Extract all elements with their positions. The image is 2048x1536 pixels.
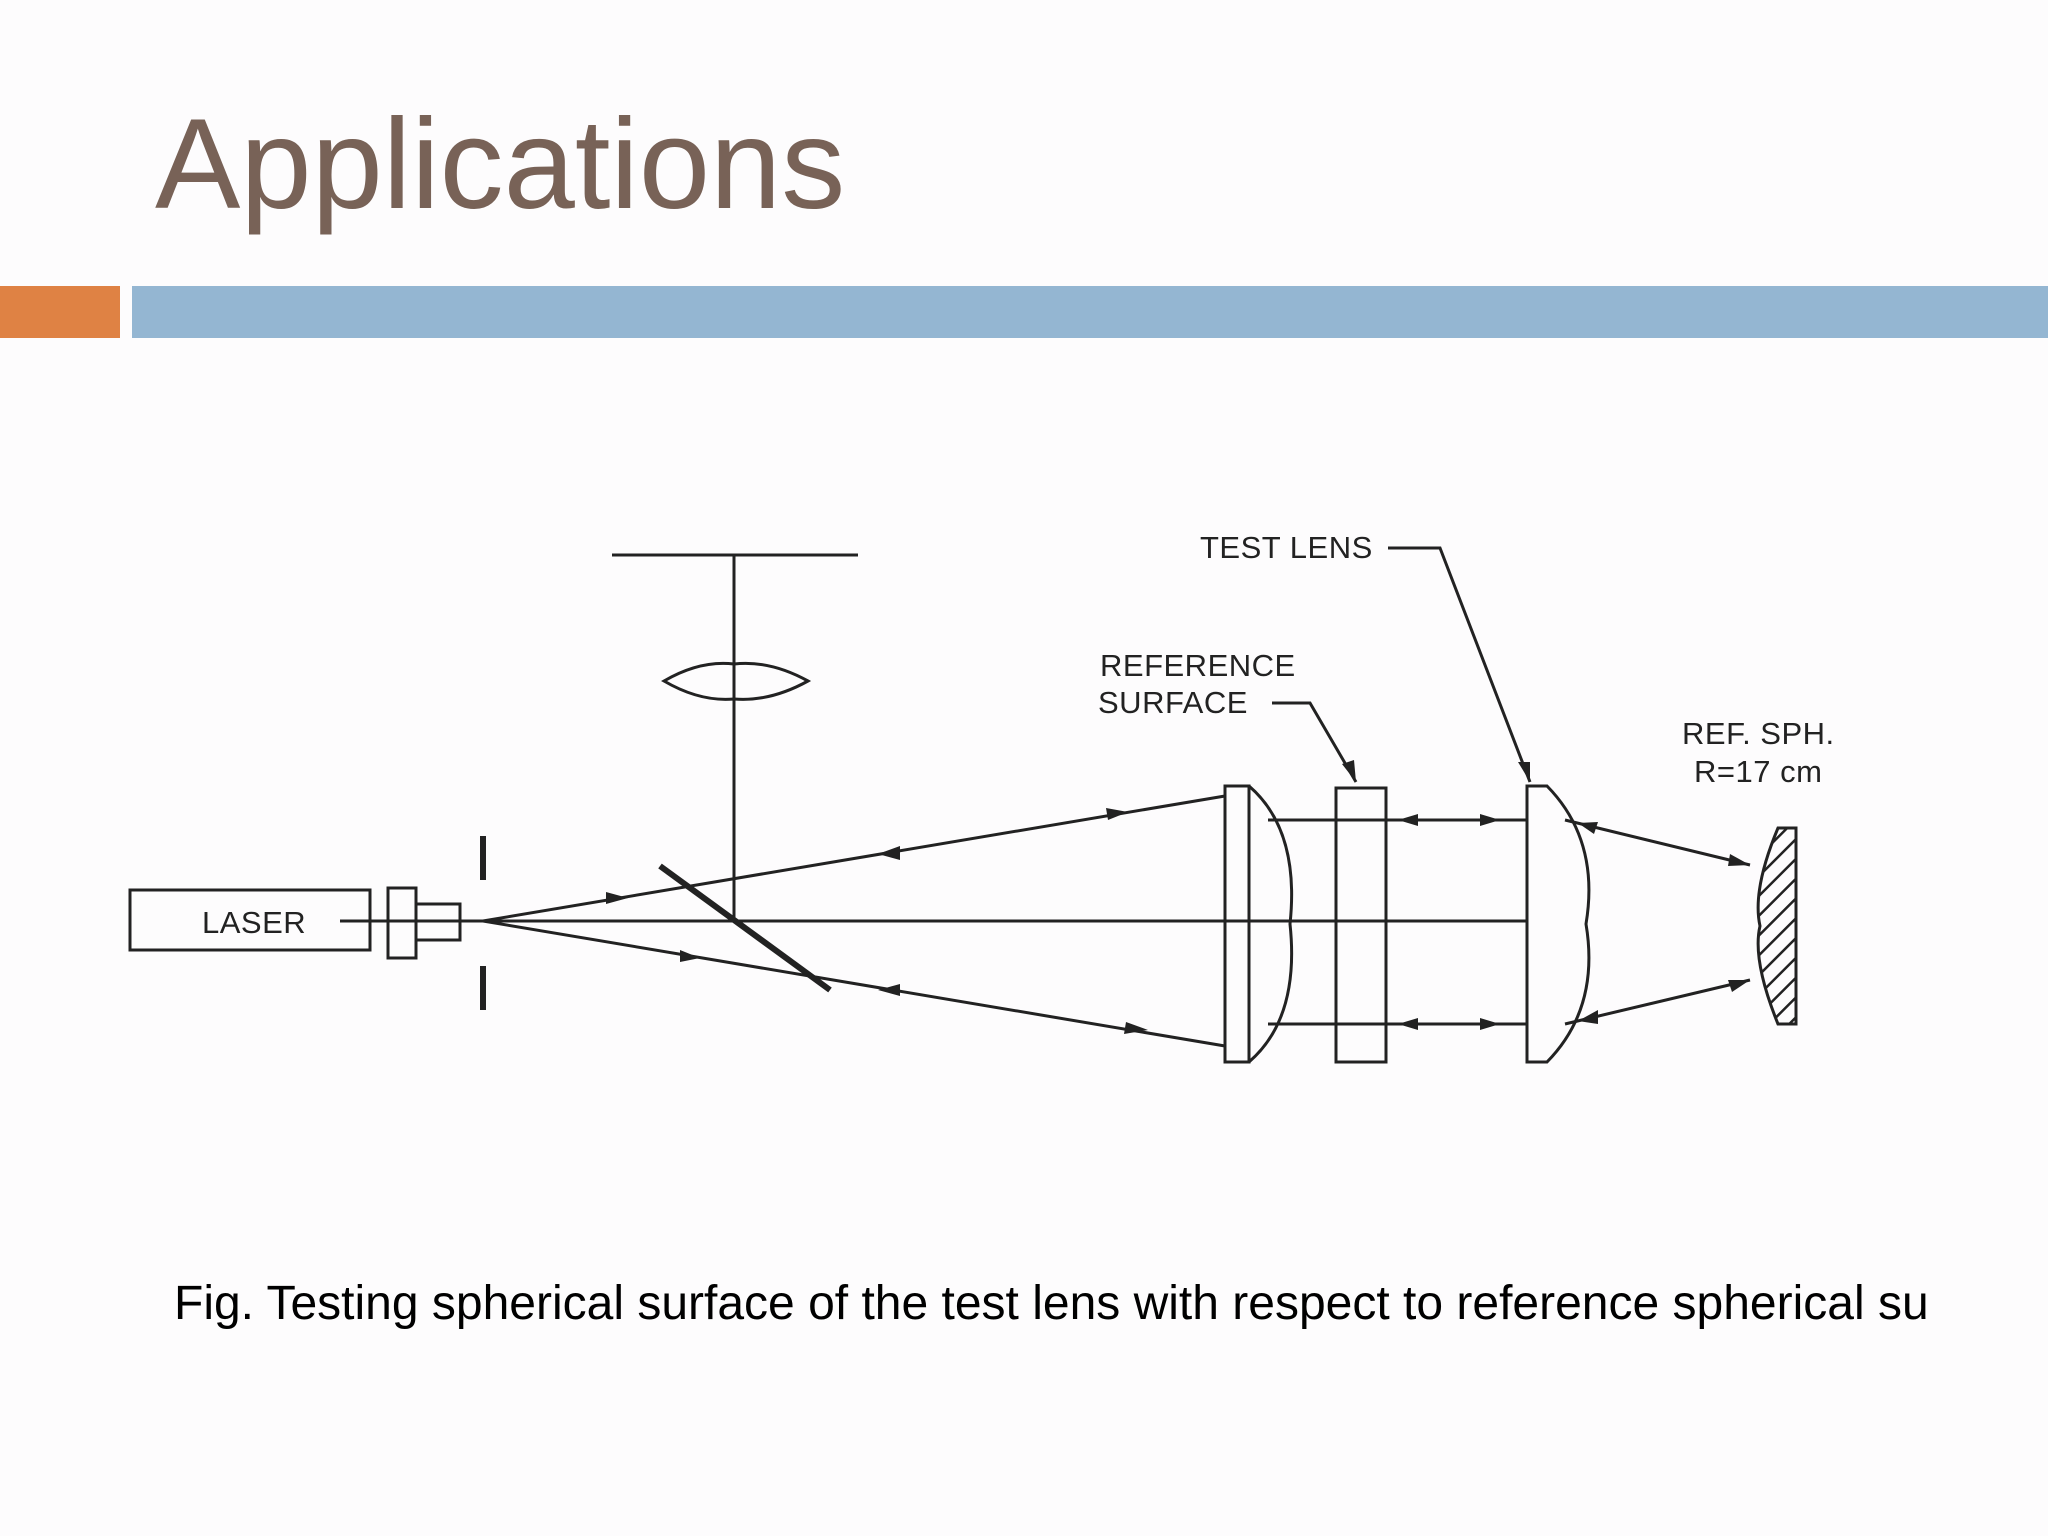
arrow-head xyxy=(878,846,900,860)
beam-expander xyxy=(386,886,418,960)
observation-lens xyxy=(661,661,812,701)
arrow-head xyxy=(1480,814,1500,826)
arrow-head xyxy=(680,950,700,962)
arrow-head xyxy=(1398,814,1418,826)
test-lens xyxy=(1525,784,1591,1064)
collimator-curve xyxy=(1248,784,1294,1064)
ref-sph-label-line2: R=17 cm xyxy=(1694,754,1822,789)
arrow-head xyxy=(1398,1018,1418,1030)
arrow-head xyxy=(606,892,628,904)
laser-label: LASER xyxy=(202,905,306,940)
reference-surface-label-line1: REFERENCE xyxy=(1100,648,1296,683)
figure-caption: Fig. Testing spherical surface of the te… xyxy=(174,1277,1929,1330)
arrow-head xyxy=(1578,1010,1598,1024)
test-lens-label: TEST LENS xyxy=(1200,530,1373,565)
arrow-head xyxy=(1106,808,1128,820)
reference-surface-leader xyxy=(1272,701,1358,783)
arrow-head xyxy=(878,984,900,996)
reference-sphere xyxy=(1756,826,1798,1026)
arrow-head xyxy=(1728,980,1750,992)
arrow-head xyxy=(1518,762,1530,782)
arrow-head xyxy=(1124,1022,1148,1034)
beam-splitter xyxy=(658,863,832,993)
cone-lower xyxy=(482,919,1226,1048)
reference-surface-label-line2: SURFACE xyxy=(1098,685,1248,720)
slide-title: Applications xyxy=(155,93,846,236)
ref-sph-label-line1: REF. SPH. xyxy=(1682,716,1835,751)
arrow-head xyxy=(1480,1018,1500,1030)
test-lens-leader xyxy=(1388,546,1532,783)
reference-surface-plate xyxy=(1334,786,1388,1064)
accent-bar-blue xyxy=(132,286,2048,338)
collimator-plate xyxy=(1223,784,1251,1064)
arrow-head xyxy=(1578,822,1598,834)
arrow-head xyxy=(1728,854,1750,866)
arrow-head xyxy=(1342,760,1356,782)
accent-bar-orange xyxy=(0,286,120,338)
